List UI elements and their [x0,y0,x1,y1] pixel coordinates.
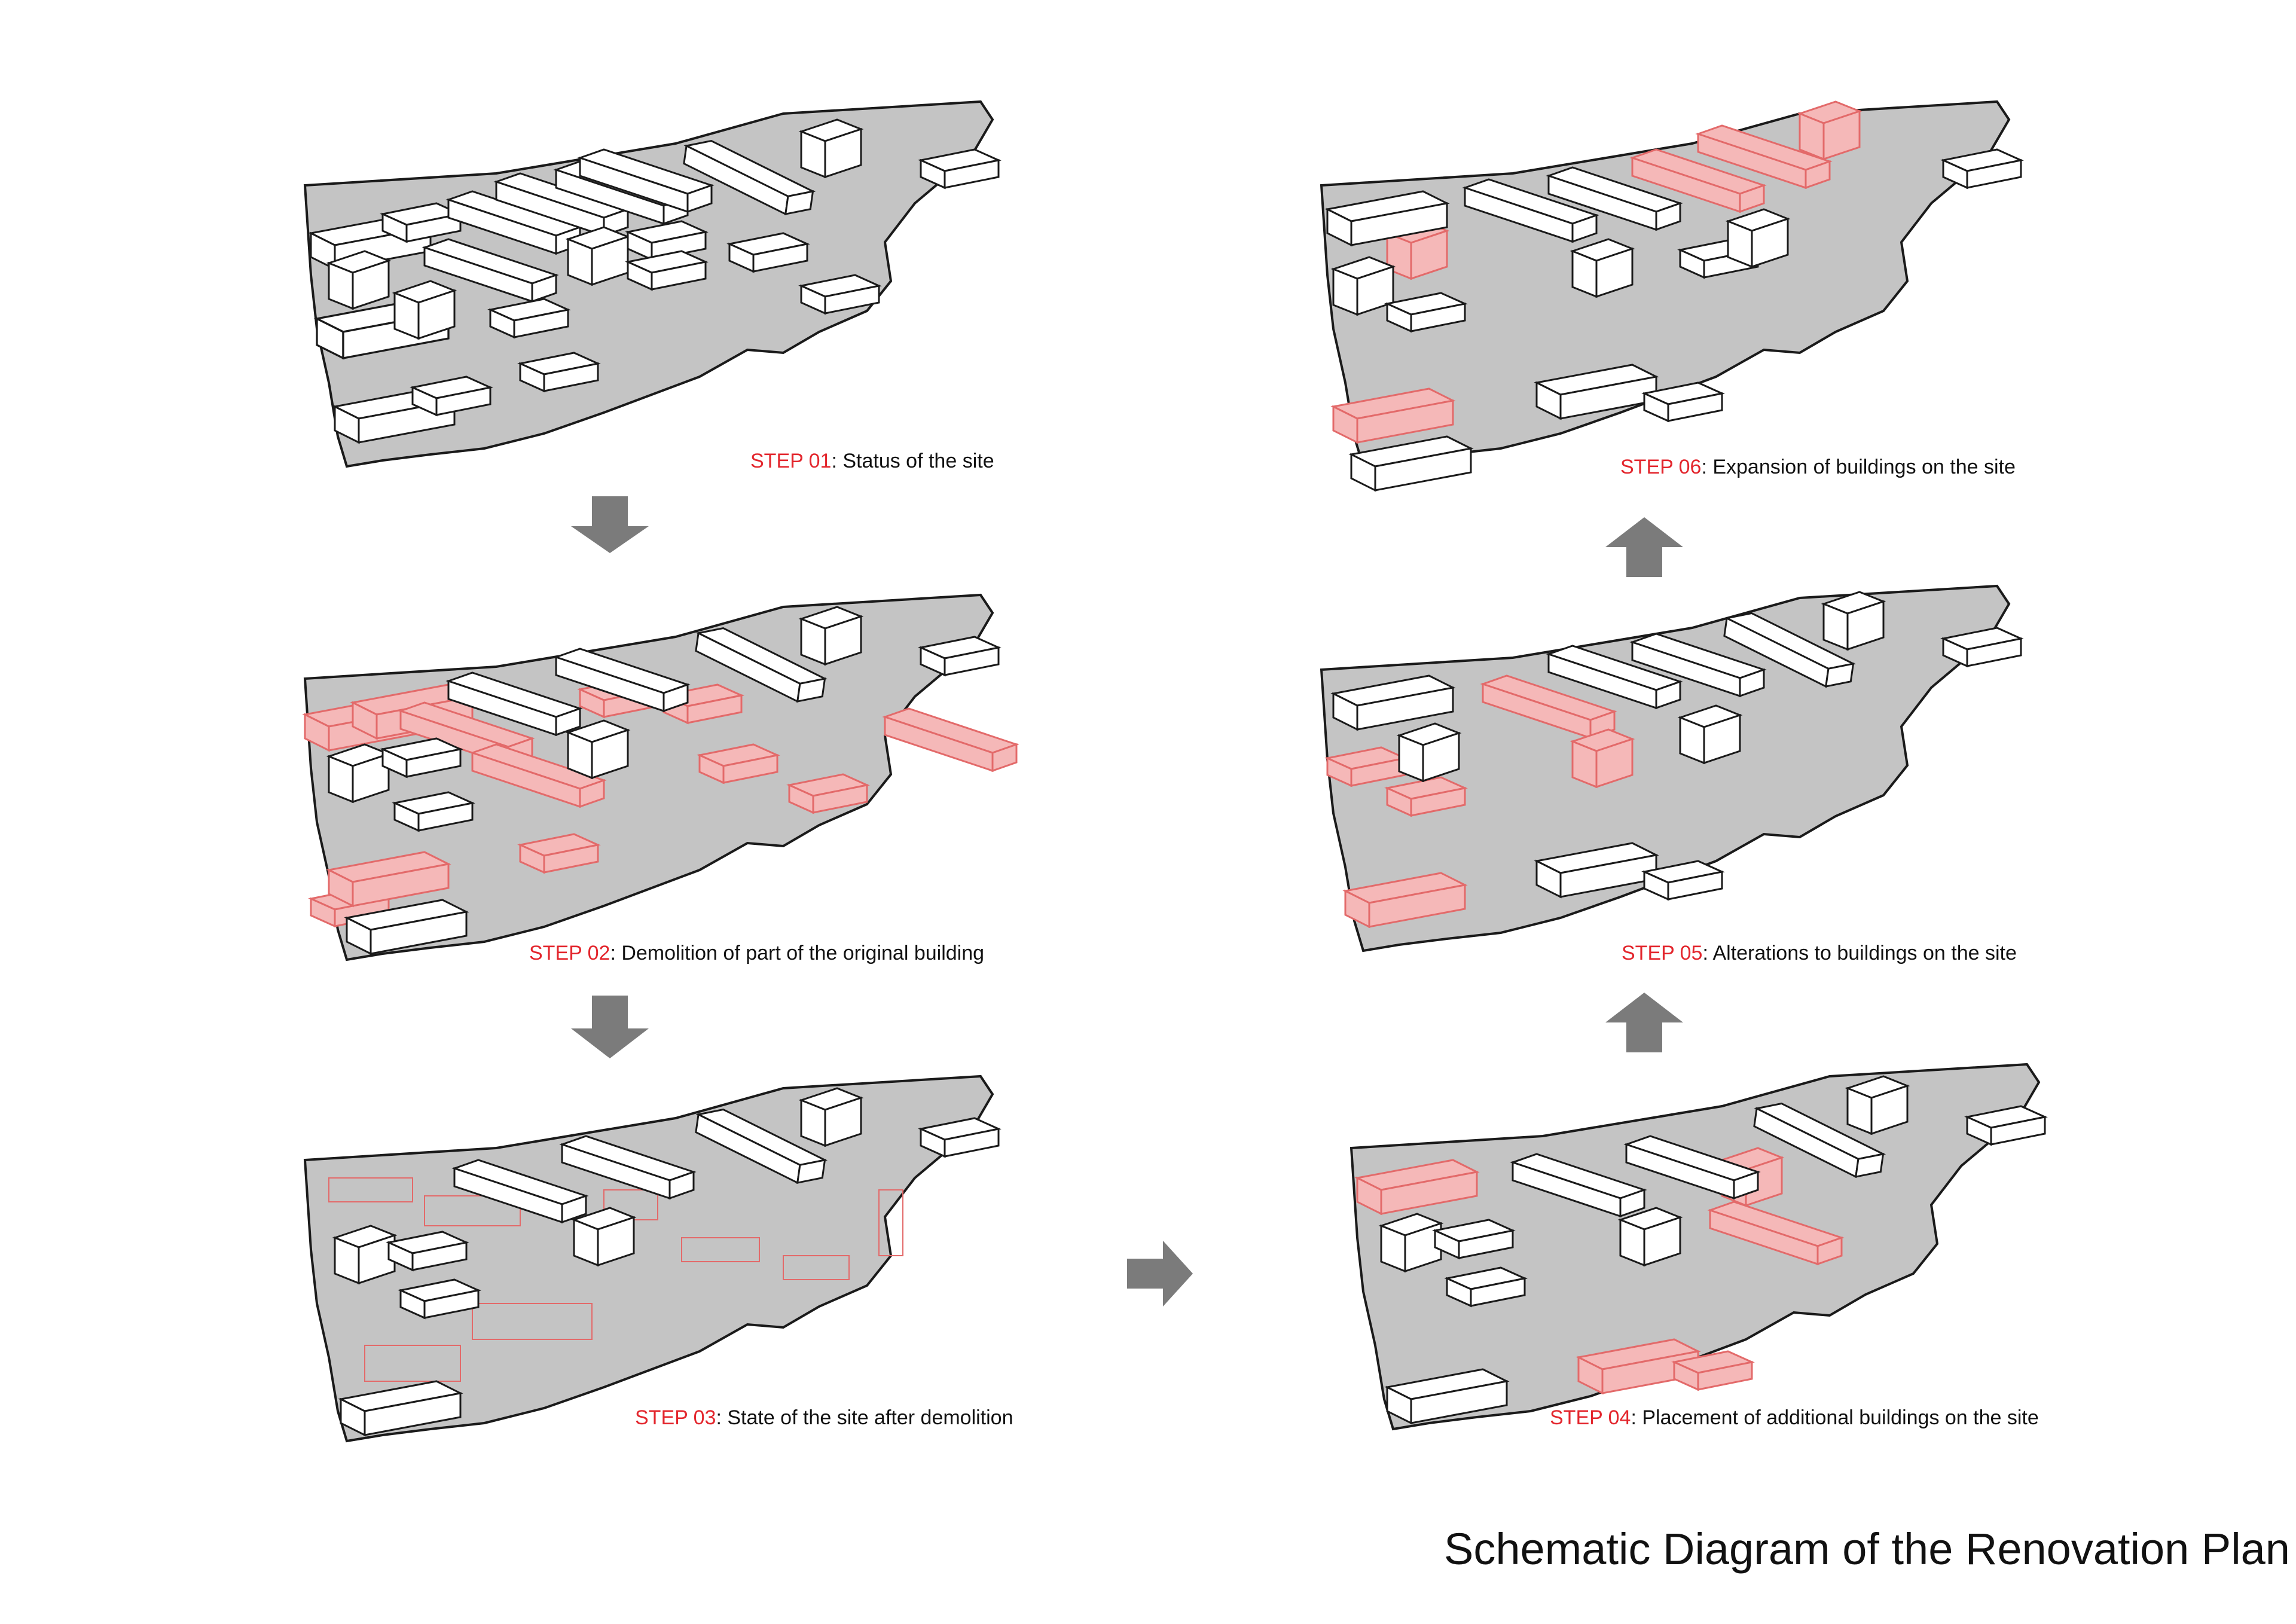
step-label: STEP 04 [1550,1406,1631,1429]
step-text: : Placement of additional buildings on t… [1631,1406,2039,1429]
caption-step-01: STEP 01: Status of the site [750,450,994,473]
caption-step-03: STEP 03: State of the site after demolit… [635,1406,1013,1430]
caption-step-02: STEP 02: Demolition of part of the origi… [529,942,984,965]
step-label: STEP 01 [750,450,832,472]
step-label: STEP 02 [529,942,610,964]
step-text: : Expansion of buildings on the site [1701,456,2016,478]
caption-step-06: STEP 06: Expansion of buildings on the s… [1620,456,2016,479]
page-title: Schematic Diagram of the Renovation Plan [1444,1524,2290,1574]
step-label: STEP 05 [1622,942,1703,964]
step-text: : State of the site after demolition [716,1406,1013,1429]
step-text: : Status of the site [831,450,994,472]
step-text: : Demolition of part of the original bui… [610,942,985,964]
site-plan-step-01 [304,100,1000,468]
caption-step-05: STEP 05: Alterations to buildings on the… [1622,942,2017,965]
step-label: STEP 03 [635,1406,716,1429]
arrow-down-icon [571,996,649,1058]
step-text: : Alterations to buildings on the site [1702,942,2017,964]
caption-step-04: STEP 04: Placement of additional buildin… [1550,1406,2039,1430]
site-plan-step-02 [304,594,1018,961]
site-plan-step-04 [1350,1063,2046,1430]
arrow-up-icon [1605,517,1683,577]
site-plan-step-06 [1320,100,2022,492]
site-plan-step-03 [304,1075,1000,1442]
arrow-up-icon [1605,993,1683,1052]
arrow-down-icon [571,496,649,553]
arrow-right-icon [1127,1241,1193,1306]
step-label: STEP 06 [1620,456,1702,478]
site-plan-step-05 [1320,585,2022,952]
